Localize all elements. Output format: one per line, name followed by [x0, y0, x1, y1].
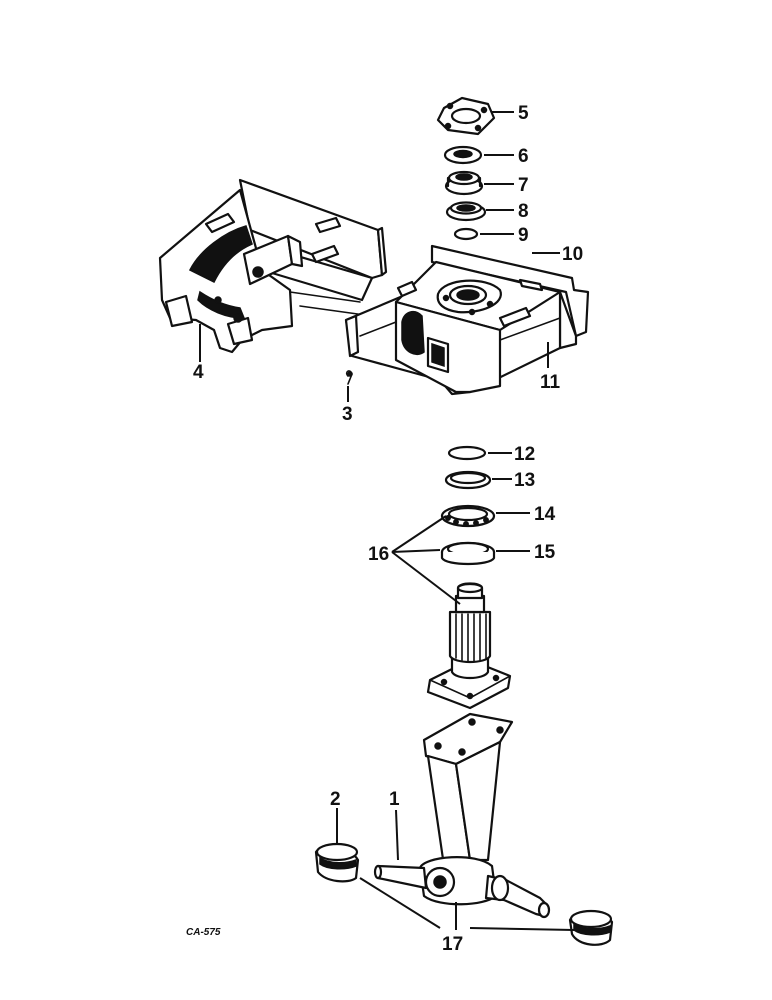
leader-lines — [199, 111, 575, 931]
callout-14: 14 — [534, 504, 556, 525]
callout-2: 2 — [330, 789, 341, 810]
bearing-cup-part-8 — [445, 201, 487, 222]
snap-ring-part-12 — [447, 445, 487, 461]
callout-8: 8 — [518, 201, 529, 222]
spindle-shaft — [426, 582, 512, 710]
callout-9: 9 — [518, 225, 529, 246]
dust-cover-part-2 — [314, 842, 360, 883]
cover-plate-part-5 — [436, 96, 496, 136]
bearing-cone-part-7 — [444, 170, 484, 196]
callout-16: 16 — [368, 544, 389, 565]
callout-1: 1 — [389, 789, 400, 810]
dust-cover-right — [568, 909, 614, 946]
callout-5: 5 — [518, 103, 529, 124]
steering-knuckle-part-1 — [373, 712, 551, 919]
callout-7: 7 — [518, 175, 529, 196]
thrust-bearing-part-14 — [440, 504, 496, 528]
callout-4: 4 — [193, 362, 204, 383]
upper-bearing-stack — [443, 145, 487, 241]
thrust-race-part-15 — [440, 541, 496, 566]
fitting-part-3 — [345, 370, 353, 385]
callout-6: 6 — [518, 146, 529, 167]
callout-17: 17 — [442, 934, 463, 955]
callout-11: 11 — [540, 372, 561, 393]
callout-13: 13 — [514, 470, 535, 491]
figure-code: CA-575 — [186, 927, 221, 938]
washer-part-13 — [444, 470, 492, 490]
callout-15: 15 — [534, 542, 556, 563]
axle-support-part-11 — [344, 244, 590, 396]
callout-12: 12 — [514, 444, 535, 465]
callout-10: 10 — [562, 244, 583, 265]
callout-labels: 5 6 7 8 9 10 11 4 3 12 13 14 15 16 1 2 1… — [186, 103, 583, 955]
lower-bearing-stack — [440, 445, 496, 566]
snap-ring-part-9 — [453, 227, 479, 241]
axle-support-part-4 — [158, 178, 388, 354]
seal-part-6 — [443, 145, 483, 165]
callout-3: 3 — [342, 404, 353, 425]
